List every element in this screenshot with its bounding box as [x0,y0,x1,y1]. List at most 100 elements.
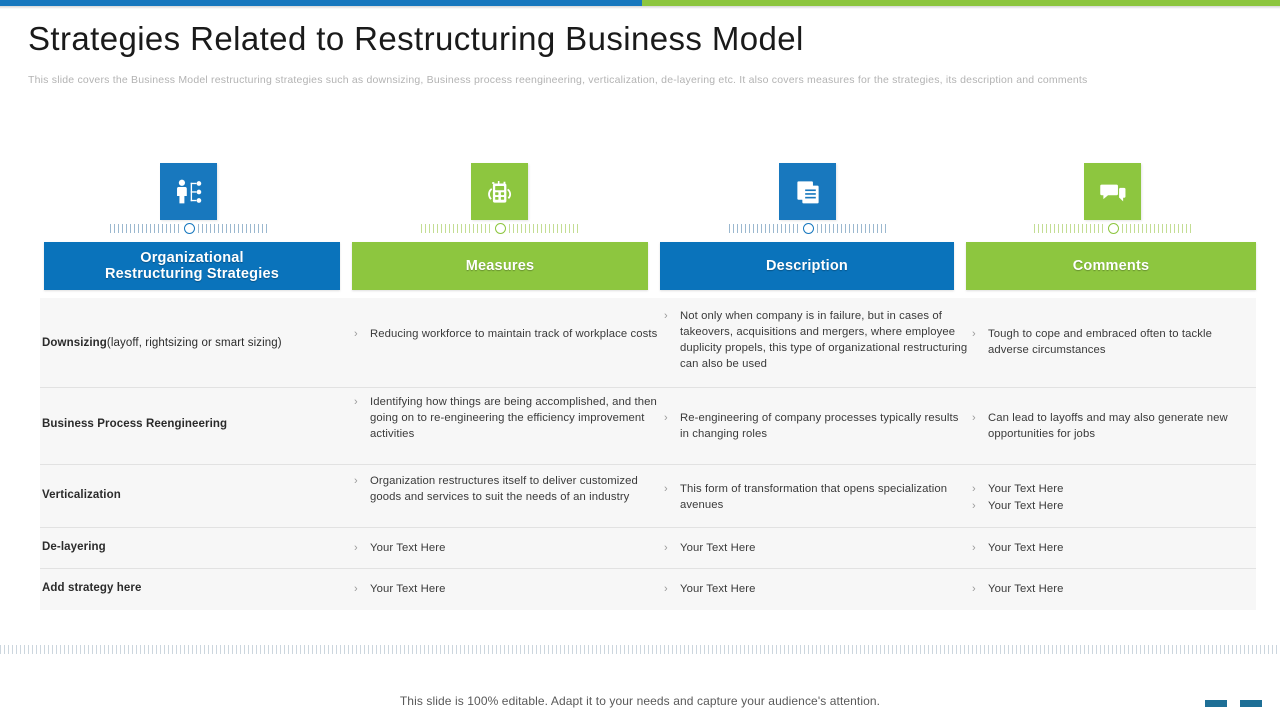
bullet-text: Your Text Here [988,583,1064,595]
column-header-line-1: Organizational [140,250,244,266]
bullet-text: Your Text Here [680,583,756,595]
list-item: ›Tough to cope and embraced often to tac… [968,326,1256,358]
list-item: ›Identifying how things are being accomp… [350,394,660,442]
cell-measures: › Your Text Here [350,528,660,569]
bullet-list-description: ›This form of transformation that opens … [660,481,968,513]
bullet-list-comments: › Can lead to layoffs and may also genera… [968,410,1256,442]
row-divider [40,464,1256,465]
footer-mark-2 [1240,700,1262,707]
strategy-bold-text: Business Process Reengineering [42,418,228,430]
table-row[interactable]: Verticalization › Organization restructur… [40,465,1256,528]
table-row[interactable]: Downsizing(layoff, rightsizing or smart … [40,298,1256,388]
cell-description: ›Your Text Here [660,569,968,610]
column-header-line-2: Restructuring Strategies [104,266,279,282]
measuring-device-icon [471,163,528,220]
bullet-list-measures: ›Reducing workforce to maintain track of… [350,326,660,342]
connector-line-2 [421,221,579,235]
page-subtitle: This slide covers the Business Model res… [28,74,1088,86]
connector-line-4 [1034,221,1192,235]
table-row[interactable]: Add strategy here ›Your Text Here ›Your … [40,569,1256,610]
bullet-list-comments: ›Your Text Here [968,540,1256,556]
bullet-text: Your Text Here [370,583,446,595]
bullet-list-description: ›Not only when company is in failure, bu… [660,308,968,372]
footer-note: This slide is 100% editable. Adapt it to… [399,694,881,708]
strategy-bold-text: Downsizing [42,337,107,349]
cell-comments: ›Your Text Here [968,528,1256,569]
chevron-right-icon: › [354,542,358,554]
cell-strategy: Business Process Reengineering [40,388,350,465]
table-row[interactable]: Business Process Reengineering ›Identify… [40,388,1256,465]
bullet-text: Your Text Here [988,500,1064,512]
connector-dots-right [508,223,579,233]
bullet-text: Your Text Here [988,483,1064,495]
table-row[interactable]: De-layering ›Your Text Here ›Your Text H… [40,528,1256,569]
list-item: › Organization restructures itself to del… [350,473,660,505]
connector-dots-right [197,223,268,233]
bullet-text: Organization restructures itself to deli… [370,475,638,503]
bullet-list-comments: › Your Text Here [968,581,1256,597]
connector-dots-left [110,223,181,233]
strategy-label: Verticalization [42,489,350,501]
list-item: ›Reducing workforce to maintain track of… [350,326,660,342]
cell-measures: ›Identifying how things are being accomp… [350,388,660,465]
strategy-bold-text: Add strategy here [42,582,142,594]
bullet-text: Tough to cope and embraced often to tack… [988,328,1213,356]
list-item: ›Your Text Here [968,498,1256,514]
strategy-bold-text: Verticalization [42,489,121,501]
cell-description: ›Not only when company is in failure, bu… [660,298,968,388]
chat-bubbles-icon [1084,163,1141,220]
top-accent-shadow [0,6,1280,9]
bullet-text: Reducing workforce to maintain track of … [370,328,658,340]
list-item: ›Your Text Here [660,581,968,597]
chevron-right-icon: › [664,310,668,322]
list-item: ›Not only when company is in failure, bu… [660,308,968,372]
column-header-description[interactable]: Description [660,242,954,290]
cell-measures: ›Your Text Here [350,569,660,610]
connector-node [1107,222,1119,234]
list-item: ›Your Text Here [968,540,1256,556]
cell-comments: ›Tough to cope and embraced often to tac… [968,298,1256,388]
footer-mark-1 [1205,700,1227,707]
bottom-dotted-divider [0,645,1280,654]
column-header-comments[interactable]: Comments [966,242,1256,290]
column-header-measures[interactable]: Measures [352,242,648,290]
list-item: ›Your Text Here [350,581,660,597]
cell-measures: ›Reducing workforce to maintain track of… [350,298,660,388]
cell-strategy: Verticalization [40,465,350,528]
chevron-right-icon: › [972,583,976,595]
list-item: ›Re-engineering of company processes typ… [660,410,968,442]
bullet-list-comments: ›Tough to cope and embraced often to tac… [968,326,1256,358]
cell-measures: › Organization restructures itself to del… [350,465,660,528]
row-divider [40,568,1256,569]
bullet-list-description: ›Re-engineering of company processes typ… [660,410,968,442]
connector-node [494,222,506,234]
column-header-organizational-restructuring-strategies[interactable]: Organizational Restructuring Strategies [44,242,340,290]
chevron-right-icon: › [972,483,976,495]
connector-dots-right [1121,223,1192,233]
list-item: › Your Text Here [350,540,660,556]
bullet-list-measures: › Your Text Here [350,540,660,556]
strategy-label: Add strategy here [42,582,350,594]
cell-strategy: Add strategy here [40,569,350,610]
row-divider [40,527,1256,528]
icon-row [0,163,1280,223]
list-item: › Your Text Here [968,581,1256,597]
bullet-text: Your Text Here [370,542,446,554]
cell-description: ›This form of transformation that opens … [660,465,968,528]
bullet-text: Can lead to layoffs and may also generat… [988,412,1228,440]
strategy-label: Business Process Reengineering [42,418,350,430]
bullet-text: Re-engineering of company processes typi… [680,412,959,440]
org-hierarchy-icon [160,163,217,220]
chevron-right-icon: › [354,396,358,408]
connector-dots-left [1034,223,1105,233]
connector-node [183,222,195,234]
cell-comments: › Your Text Here [968,569,1256,610]
chevron-right-icon: › [972,412,976,424]
connector-dots-left [421,223,492,233]
bullet-text: Your Text Here [988,542,1064,554]
chevron-right-icon: › [354,475,358,487]
strategies-table: Downsizing(layoff, rightsizing or smart … [40,298,1256,610]
list-item: › Can lead to layoffs and may also genera… [968,410,1256,442]
cell-comments: ›Your Text Here ›Your Text Here [968,465,1256,528]
row-divider [40,387,1256,388]
